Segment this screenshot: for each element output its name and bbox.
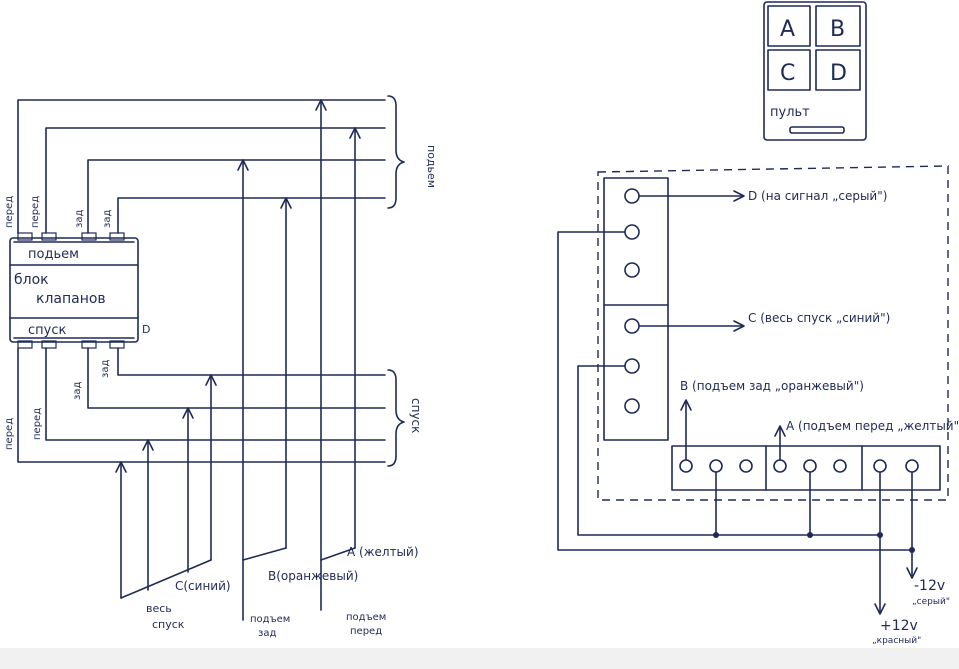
remote-label: пульт: [770, 105, 810, 120]
power-plus-color: „красный": [872, 636, 921, 646]
bottom-port-label-4: зад: [100, 360, 111, 378]
input-b-caption-2: зад: [258, 628, 276, 639]
top-port-labels: перед перед зад зад: [4, 196, 113, 228]
input-a-caption-2: перед: [350, 626, 382, 637]
diagram-canvas: подьем блок клапанов спуск D перед перед…: [4, 1, 959, 646]
receiver-a-label: А (подъем перед „желтый"): [786, 419, 959, 433]
valve-block-name-line2: клапанов: [36, 291, 106, 307]
lift-group-label: подьем: [425, 145, 438, 188]
descend-group-label: спуск: [409, 398, 423, 433]
valve-block-top-label: подьем: [28, 247, 79, 262]
remote-button-d: D: [830, 61, 847, 86]
input-c-caption-2: спуск: [152, 618, 185, 631]
remote-control: A B C D пульт: [763, 1, 867, 141]
descend-wiring: спуск: [17, 347, 423, 599]
remote-button-a: A: [780, 17, 795, 42]
remote-button-c: C: [780, 61, 795, 86]
top-port-label-2: перед: [30, 196, 41, 228]
top-port-label-4: зад: [102, 210, 113, 228]
bottom-port-label-2: перед: [32, 408, 43, 440]
power-minus-color: „серый": [912, 597, 950, 607]
input-lines: С(синий) В(оранжевый) А (желтый) весь сп…: [120, 545, 419, 639]
input-a-label: А (желтый): [347, 545, 419, 559]
input-b-caption-1: подъем: [250, 614, 290, 625]
lift-wiring: подьем: [17, 95, 438, 561]
input-b-label: В(оранжевый): [268, 569, 358, 583]
valve-block-bottom-label: спуск: [28, 323, 66, 338]
receiver-d-label: D (на сигнал „серый"): [748, 189, 887, 203]
power-plus-value: +12v: [880, 618, 918, 634]
valve-block-name-line1: блок: [14, 272, 49, 288]
top-port-label-3: зад: [74, 210, 85, 228]
bottom-port-label-3: зад: [72, 382, 83, 400]
input-a-caption-1: подъем: [346, 612, 386, 623]
footer-bar: [0, 648, 959, 669]
bottom-port-label-1: перед: [4, 418, 15, 450]
valve-block: подьем блок клапанов спуск D: [9, 232, 150, 349]
power-minus-value: -12v: [914, 578, 945, 594]
receiver-module: D (на сигнал „серый") С (весь спуск „син…: [557, 165, 959, 646]
input-c-label: С(синий): [175, 579, 231, 593]
remote-button-b: B: [830, 17, 845, 42]
receiver-c-label: С (весь спуск „синий"): [748, 311, 890, 325]
valve-block-mark: D: [142, 323, 150, 336]
bottom-port-labels: перед перед зад зад: [4, 360, 111, 450]
top-port-label-1: перед: [4, 196, 15, 228]
receiver-b-label: В (подъем зад „оранжевый"): [680, 379, 864, 393]
input-c-caption-1: весь: [146, 602, 172, 615]
